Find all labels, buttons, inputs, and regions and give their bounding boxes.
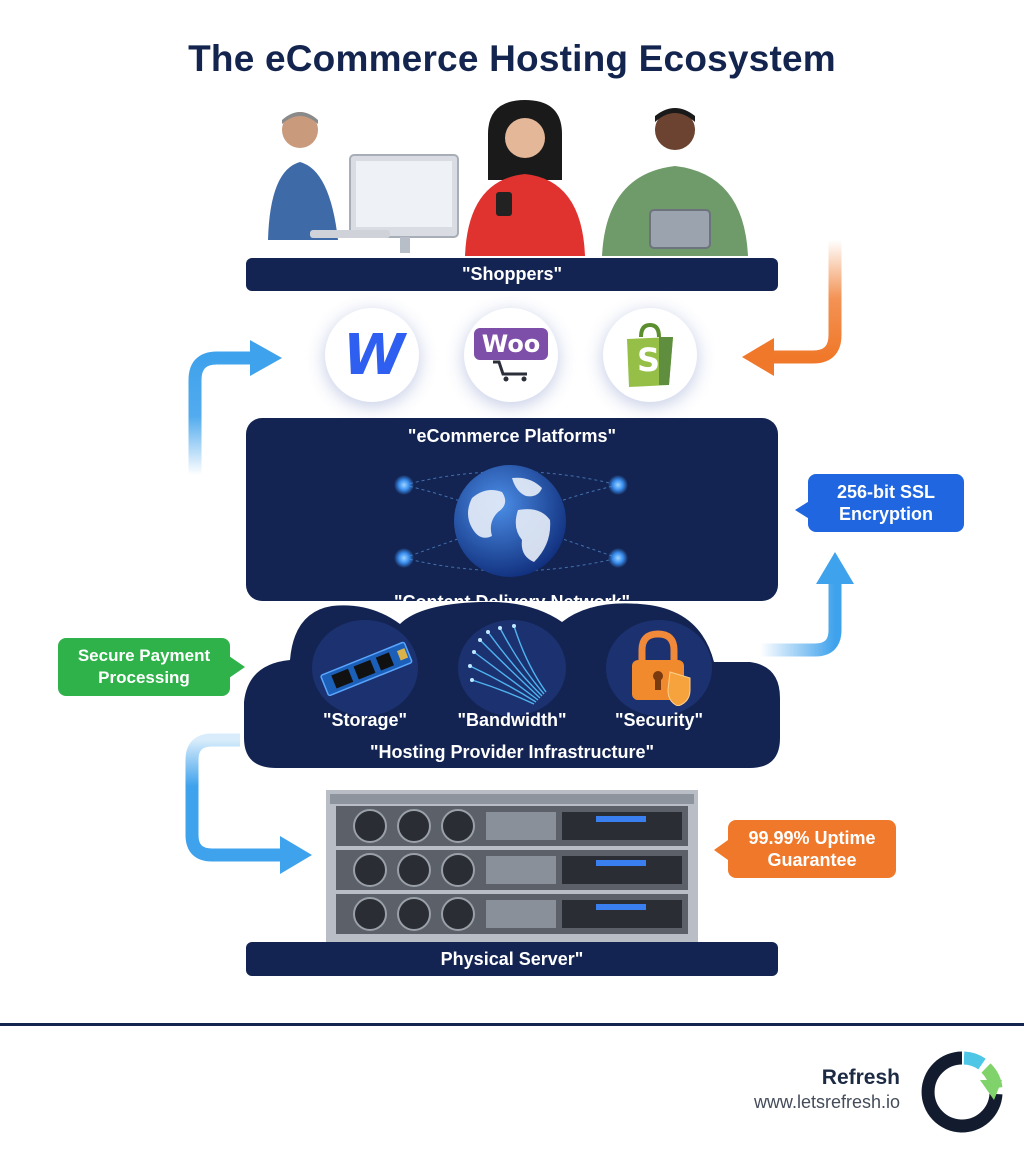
shoppers-illustration	[268, 100, 748, 256]
brand-name: Refresh	[821, 1066, 900, 1089]
ssl-pointer	[795, 500, 811, 520]
arrow-right-up	[760, 552, 854, 657]
server-unit-3	[336, 894, 688, 934]
shopper-tablet-person	[602, 108, 748, 256]
uptime-callout: 99.99% Uptime Guarantee	[728, 820, 896, 878]
storage-label: "Storage"	[322, 710, 408, 730]
webflow-logo[interactable]: W	[325, 308, 419, 402]
shopify-bag-icon	[627, 322, 673, 387]
arrow-right-down	[742, 240, 842, 376]
shopper-phone-person	[465, 100, 585, 256]
server-unit-1	[336, 806, 688, 846]
payment-line-1: Secure Payment	[77, 646, 211, 665]
footer-divider	[0, 1023, 1024, 1026]
server-unit-2	[336, 850, 688, 890]
brand-url[interactable]: www.letsrefresh.io	[753, 1092, 900, 1112]
uptime-pointer	[714, 840, 728, 860]
shoppers-bar: "Shoppers"	[246, 258, 778, 291]
security-lock-icon	[632, 630, 691, 706]
shopify-logo[interactable]: S	[603, 308, 697, 402]
secure-payment-callout: Secure Payment Processing	[58, 638, 230, 696]
cdn-globe-illustration	[394, 465, 628, 577]
server-bar: Physical Server"	[246, 942, 778, 976]
server-label: Physical Server"	[440, 948, 584, 969]
security-label: "Security"	[614, 710, 704, 730]
woocommerce-logo[interactable]: Woo	[464, 308, 558, 402]
woocommerce-logo-icon: Woo	[473, 328, 549, 360]
cart-icon	[493, 360, 527, 382]
shopify-logo-letter: S	[637, 341, 661, 379]
bandwidth-label: "Bandwidth"	[457, 710, 567, 730]
bandwidth-fiber-icon	[468, 624, 547, 705]
arrow-left-down	[185, 733, 312, 874]
ssl-line-2: Encryption	[838, 504, 933, 524]
bandwidth-icon-bg	[458, 620, 566, 716]
payment-pointer	[229, 656, 245, 678]
server-rack-illustration	[326, 790, 698, 942]
storage-ssd-icon	[320, 641, 413, 696]
refresh-logo-icon	[921, 1051, 1003, 1133]
platforms-label: "eCommerce Platforms"	[407, 426, 617, 446]
arrow-left-up	[188, 340, 282, 475]
shopper-desktop-person	[268, 112, 459, 253]
uptime-line-2: Guarantee	[767, 850, 857, 870]
webflow-logo-icon: W	[343, 322, 405, 388]
ssl-encryption-callout: 256-bit SSL Encryption	[808, 474, 964, 532]
payment-line-2: Processing	[98, 668, 190, 687]
uptime-line-1: 99.99% Uptime	[748, 828, 876, 848]
ssl-line-1: 256-bit SSL	[836, 482, 936, 502]
shoppers-label: "Shoppers"	[461, 264, 563, 284]
diagram-title: The eCommerce Hosting Ecosystem	[188, 38, 836, 79]
flow-arrows	[185, 240, 854, 874]
hosting-label: "Hosting Provider Infrastructure"	[369, 742, 655, 762]
